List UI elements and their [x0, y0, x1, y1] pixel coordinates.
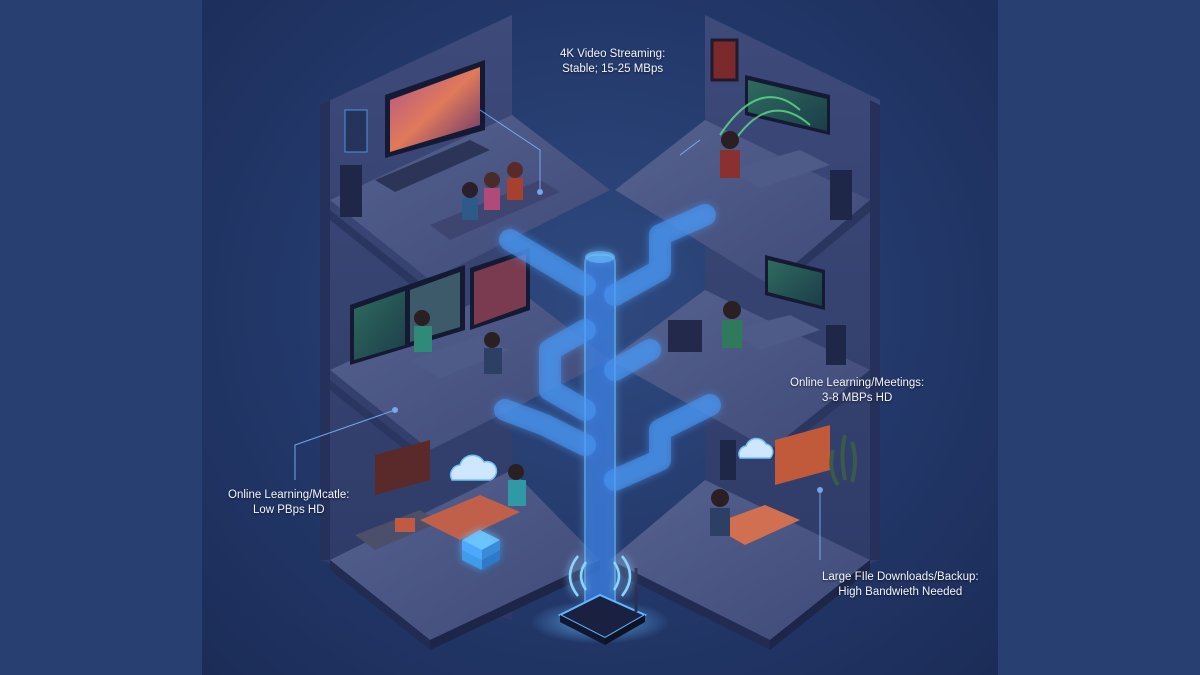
wifi-signal-icon — [568, 555, 632, 597]
cloud-icon — [449, 437, 774, 481]
left-margin — [0, 0, 202, 675]
callout-4k-streaming: 4K Video Streaming: Stable; 15-25 MBps — [560, 47, 665, 77]
right-margin — [998, 0, 1200, 675]
desk-bottom-right — [710, 505, 800, 545]
callout-4k-streaming-value: Stable; 15-25 MBps — [562, 63, 664, 75]
desk-top-right — [730, 150, 830, 188]
callout-leaders — [294, 109, 823, 560]
meeting-monitor — [768, 260, 822, 306]
floor-bottom-right — [610, 480, 870, 640]
callout-online-learning-value: Low PBps HD — [252, 504, 325, 516]
gaming-monitors — [748, 80, 827, 131]
network-conduit — [494, 204, 721, 616]
callout-online-meetings-value: 3-8 MBPs HD — [821, 392, 893, 404]
floor-middle-left — [330, 285, 610, 450]
desk-middle-right — [730, 315, 820, 350]
tv-screen — [390, 67, 480, 152]
callout-online-meetings-title: Online Learning/Meetings: — [790, 377, 925, 389]
callout-large-downloads-title: Large FIle Downloads/Backup: — [822, 571, 979, 583]
desk-middle-left — [410, 335, 510, 378]
callout-online-meetings: Online Learning/Meetings: 3-8 MBPs HD — [790, 376, 924, 406]
right-rooms — [610, 15, 880, 650]
callout-large-downloads: Large FIle Downloads/Backup: High Bandwi… — [822, 570, 979, 600]
callout-online-learning: Online Learning/Mcatle: Low PBps HD — [228, 488, 349, 518]
floor-top-right — [615, 120, 870, 285]
callout-online-learning-title: Online Learning/Mcatle: — [228, 489, 350, 501]
router-icon — [557, 568, 648, 645]
desk-bottom-left — [420, 495, 520, 540]
screen-meeting-left — [354, 291, 405, 360]
server-stack-icon — [462, 530, 500, 570]
callout-large-downloads-value: High Bandwieth Needed — [838, 586, 963, 598]
callout-4k-streaming-title: 4K Video Streaming: — [560, 48, 666, 60]
